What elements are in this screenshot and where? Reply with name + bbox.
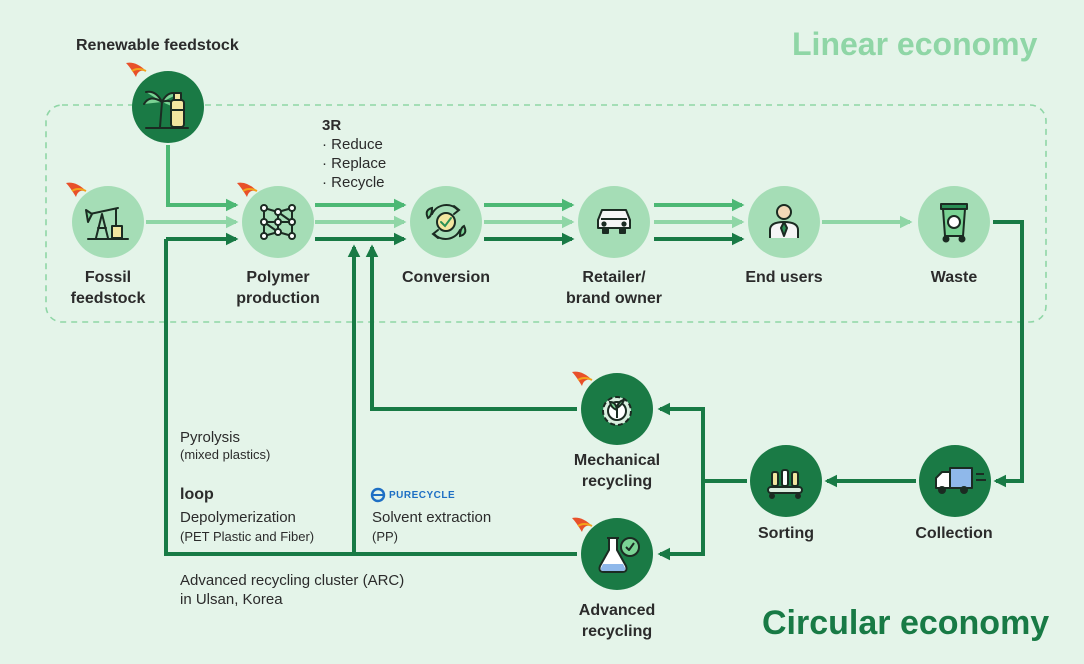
loop-logo: loop: [180, 486, 214, 503]
truck-icon: [935, 467, 986, 494]
purecycle-logo: PURECYCLE: [389, 490, 456, 501]
circular-economy-title: Circular economy: [762, 604, 1050, 642]
arrow-mechanical-conversion: [365, 244, 577, 411]
node-renewable: [132, 71, 204, 143]
conveyor-bottles-icon: [767, 469, 803, 499]
node-sorting: [750, 445, 822, 517]
brand-flag-icon: [66, 182, 87, 197]
brand-flags: [66, 62, 593, 532]
three-r-item-recycle: · Recycle: [322, 174, 385, 191]
oil-pump-icon: [85, 207, 129, 240]
recycle-check-icon: [425, 204, 467, 240]
pyrolysis-note: Pyrolysis: [180, 429, 241, 446]
linear-arrows: [146, 145, 913, 246]
node-polymer: [242, 186, 314, 258]
purecycle-logo-icon: [370, 487, 386, 503]
flask-check-icon: [598, 537, 640, 573]
depolymerization-subnote: (PET Plastic and Fiber): [180, 529, 315, 544]
person-icon: [769, 204, 799, 238]
node-retailer: [578, 186, 650, 258]
recycle-bin-icon: [940, 203, 968, 243]
renewable-feedstock-label: Renewable feedstock: [76, 37, 239, 54]
palm-bottle-icon: [143, 90, 189, 129]
retailer-label: Retailer/brand owner: [565, 269, 662, 307]
arrow-renewable-polymer: [166, 145, 239, 212]
solvent-extraction-note: Solvent extraction: [372, 509, 492, 526]
solvent-extraction-subnote: (PP): [372, 529, 398, 544]
pyrolysis-subnote: (mixed plastics): [180, 447, 271, 462]
sorting-label: Sorting: [758, 525, 814, 542]
three-r-item-replace: · Replace: [322, 155, 387, 172]
waste-label: Waste: [930, 269, 978, 286]
node-collection: [919, 445, 991, 517]
brand-flag-icon: [572, 371, 593, 386]
linear-economy-frame: [45, 104, 1047, 323]
gear-leaf-icon: [602, 396, 632, 426]
linear-economy-title: Linear economy: [792, 26, 1038, 62]
car-icon: [597, 209, 631, 234]
node-mechanical: [581, 373, 653, 445]
node-conversion: [410, 186, 482, 258]
circular-arrows: [164, 220, 1024, 561]
arrow-sorting-mechanical: [657, 402, 705, 481]
depolymerization-note: Depolymerization: [180, 509, 296, 526]
brand-flag-icon: [572, 517, 593, 532]
brand-flag-icon: [126, 62, 147, 77]
brand-flag-icon: [237, 182, 258, 197]
arrow-waste-collection: [993, 220, 1024, 488]
end-users-label: End users: [745, 269, 823, 286]
arc-note: Advanced recycling cluster (ARC)in Ulsan…: [180, 572, 405, 608]
arrow-sorting-advanced: [657, 481, 705, 561]
node-end-users: [748, 186, 820, 258]
three-r-item-reduce: · Reduce: [322, 136, 383, 153]
node-fossil: [72, 186, 144, 258]
node-advanced: [581, 518, 653, 590]
three-r-title: 3R: [322, 117, 342, 134]
node-waste: [918, 186, 990, 258]
conversion-label: Conversion: [401, 269, 490, 286]
collection-label: Collection: [915, 525, 993, 542]
three-r-block: 3R · Reduce · Replace · Recycle: [322, 116, 386, 192]
molecule-grid-icon: [260, 204, 296, 240]
